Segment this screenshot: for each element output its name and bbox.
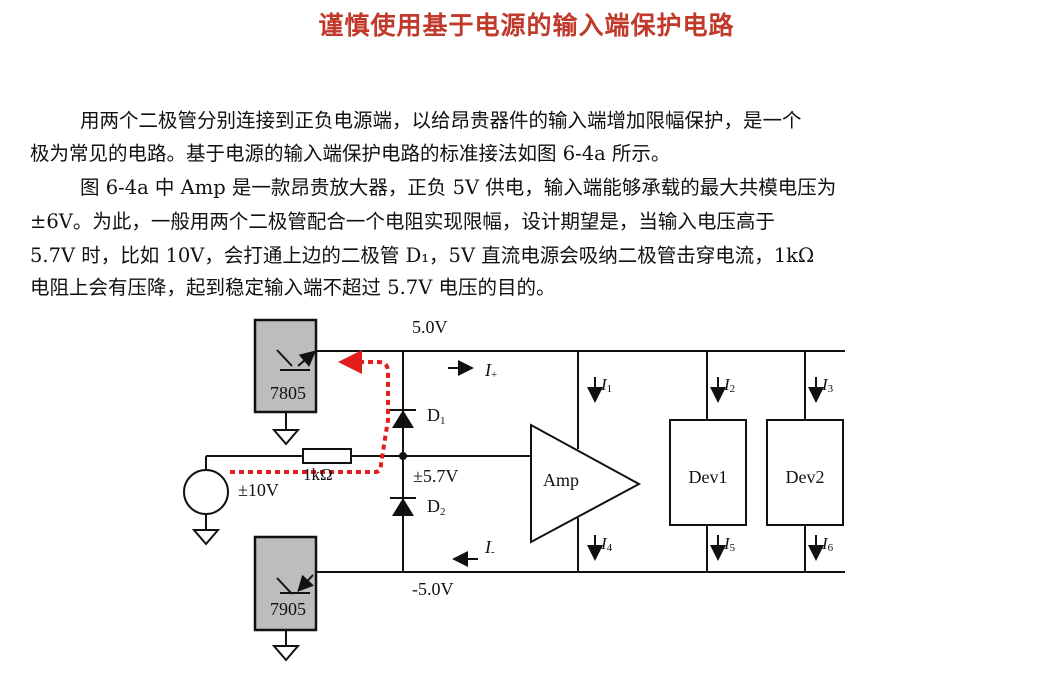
d2-label: D2 (427, 496, 446, 518)
i2-label: I2 (723, 375, 735, 395)
dev2-box (766, 419, 844, 526)
i-plus-label: I+ (484, 360, 497, 381)
i3-label: I3 (821, 375, 834, 395)
dev2-label: Dev2 (786, 467, 825, 487)
paragraph-line: 极为常见的电路。基于电源的输入端保护电路的标准接法如图 6-4a 所示。 (30, 142, 671, 165)
v-pos-label: 5.0V (412, 317, 448, 337)
paragraph-line: ±6V。为此，一般用两个二极管配合一个电阻实现限幅，设计期望是，当输入电压高于 (30, 210, 775, 233)
page-title: 谨慎使用基于电源的输入端保护电路 (318, 11, 735, 40)
dev1-box (669, 419, 747, 526)
i4-label: I4 (600, 534, 613, 554)
paragraph-line: 图 6-4a 中 Amp 是一款昂贵放大器，正负 5V 供电，输入端能够承载的最… (80, 176, 837, 199)
i1-label: I1 (600, 375, 612, 395)
amp-triangle (530, 423, 642, 544)
i-minus-label: I- (484, 537, 495, 558)
amp-label: Amp (543, 470, 579, 490)
v-neg-label: -5.0V (412, 579, 454, 599)
node-voltage-label: ±5.7V (413, 466, 458, 486)
i6-label: I6 (821, 534, 834, 554)
ground-icon (191, 529, 221, 546)
paragraph-line: 5.7V 时，比如 10V，会打通上边的二极管 D₁，5V 直流电源会吸纳二极管… (30, 244, 815, 267)
resistor-label: 1kΩ (303, 465, 333, 484)
transistor-icon (276, 574, 315, 595)
current-path-highlight (230, 350, 390, 474)
d1-label: D1 (427, 405, 446, 427)
resistor (302, 448, 352, 464)
voltage-source-icon (183, 469, 229, 515)
reg-neg-label: 7905 (270, 599, 306, 619)
reg-pos-label: 7805 (270, 383, 306, 403)
ground-icon (271, 429, 301, 446)
ground-icon (271, 645, 301, 662)
paragraph-line: 用两个二极管分别连接到正负电源端，以给昂贵器件的输入端增加限幅保护，是一个 (80, 109, 802, 132)
transistor-icon (276, 349, 317, 371)
source-label: ±10V (238, 480, 279, 500)
paragraph-line: 电阻上会有压降，起到稳定输入端不超过 5.7V 电压的目的。 (30, 276, 556, 299)
diode-d1-icon (392, 410, 414, 428)
current-arrows (448, 360, 824, 567)
diode-d2-icon (392, 498, 414, 516)
i5-label: I5 (723, 534, 736, 554)
junction-dot (399, 452, 407, 460)
dev1-label: Dev1 (689, 467, 728, 487)
